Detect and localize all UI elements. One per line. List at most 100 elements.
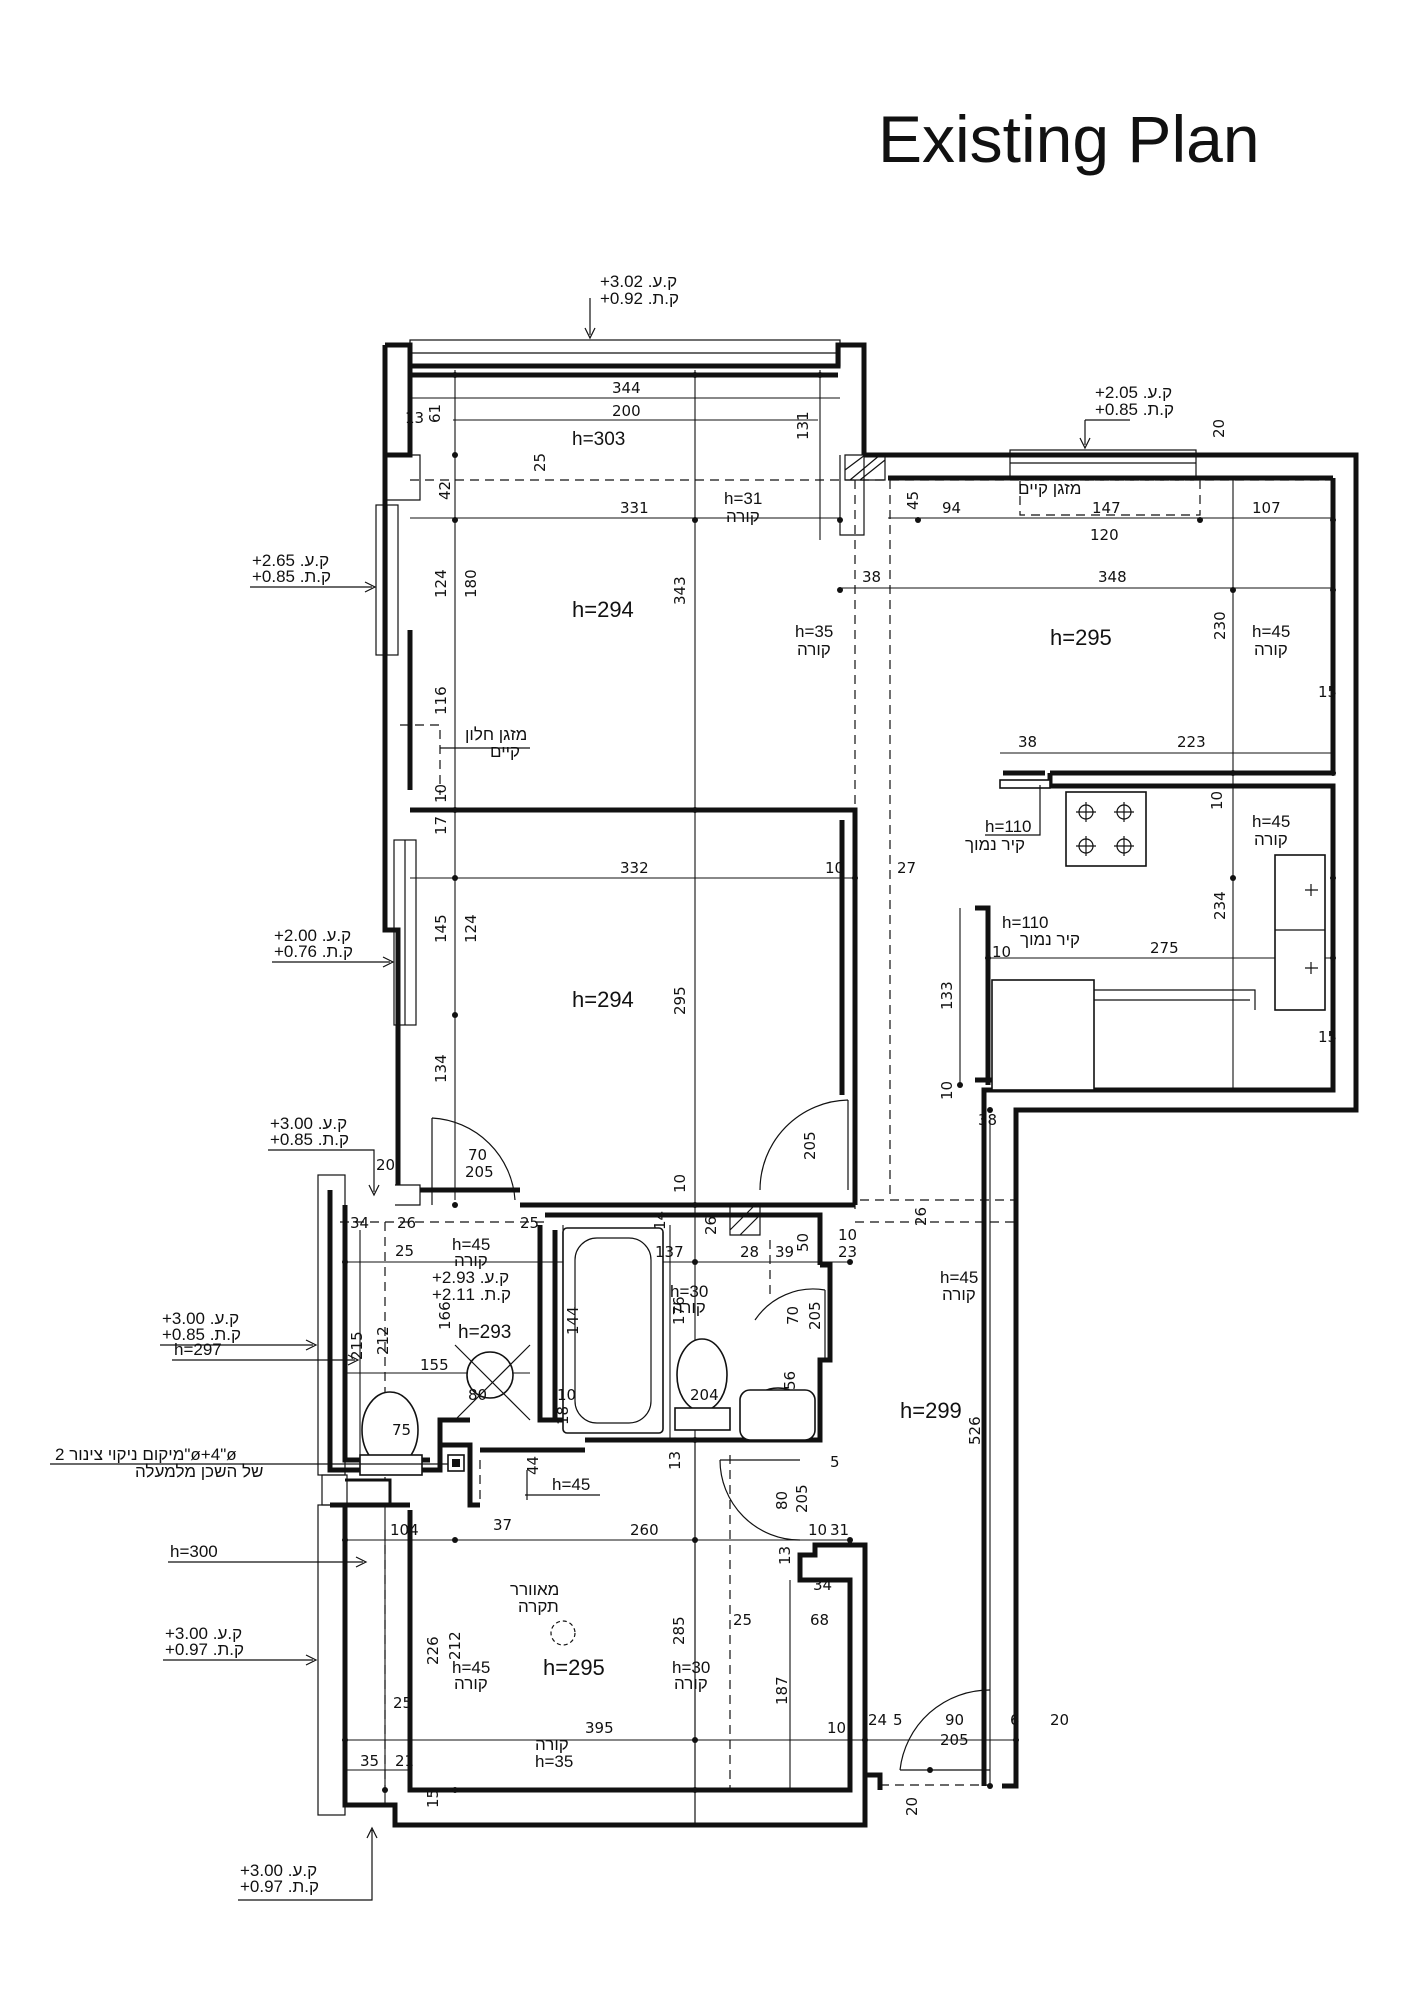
dim-25-d: 25 (393, 1694, 412, 1712)
dimension-node (1330, 875, 1336, 881)
west-wall-upper (382, 345, 401, 1185)
dimension-node (692, 807, 698, 813)
dimension-node (1330, 955, 1336, 961)
bathtub (562, 1227, 664, 1434)
note-kitchen-wall-1-label: קיר נמוך (965, 835, 1025, 854)
level-left-3-upper: +3.00 .ק.ע (270, 1114, 347, 1133)
dim-21: 21 (395, 1752, 414, 1770)
dimension-node (927, 1767, 933, 1773)
dim-20-left: 20 (376, 1156, 395, 1174)
room-height-bath: h=293 (458, 1322, 511, 1343)
dimension-node (837, 517, 843, 523)
room-height-balcony-2: h=300 (170, 1542, 218, 1561)
room-heights: h=294 h=303 h=295 h=294 h=299 h=295 h=29… (168, 429, 1112, 1680)
dimension-node (852, 875, 858, 881)
beam-10-h: h=35 (535, 1752, 573, 1771)
dim-25: 25 (531, 453, 549, 472)
dimension-node (987, 1107, 993, 1113)
dim-155: 155 (420, 1356, 449, 1374)
note-bath-level-1: +2.93 .ק.ע (432, 1268, 509, 1287)
level-top-right-upper: +2.05 .ק.ע (1095, 383, 1172, 402)
pier-west-2 (395, 1184, 421, 1206)
dimension-node (692, 1737, 698, 1743)
room-height-top-left: h=294 (572, 597, 634, 622)
beams: h=31 קורה h=35 קורה h=45 קורה h=45 קורה … (452, 489, 1290, 1771)
dimension-node (342, 1259, 348, 1265)
dimension-node (342, 1737, 348, 1743)
dim-230: 230 (1211, 611, 1229, 640)
dim-124-a: 124 (432, 569, 450, 598)
dimension-node (692, 1437, 698, 1443)
dash-ac-unit (1019, 479, 1201, 516)
dimension-node (452, 807, 458, 813)
dim-38-a: 38 (862, 568, 881, 586)
window-living (1009, 449, 1197, 479)
dimension-node (985, 955, 991, 961)
level-bottom-lower: +0.97 .ק.ת (240, 1877, 319, 1896)
dim-176: 176 (670, 1296, 688, 1325)
dim-39: 39 (775, 1243, 794, 1261)
room-height-top-strip: h=303 (572, 429, 625, 450)
level-bottom-upper: +3.00 .ק.ע (240, 1861, 317, 1880)
beam-8-h: h=45 (452, 1658, 490, 1677)
level-left-2-upper: +2.00 .ק.ע (274, 926, 351, 945)
level-left-1-lower: +0.85 .ק.ת (252, 567, 331, 586)
door-wc (719, 1459, 801, 1541)
dim-28: 28 (740, 1243, 759, 1261)
east-wall (864, 452, 1359, 1789)
beam-3-label: קורה (1254, 640, 1288, 659)
level-arrow-left-3 (268, 1149, 380, 1197)
dim-223: 223 (1177, 733, 1206, 751)
door-entry (899, 1689, 991, 1771)
pier-west (385, 454, 421, 501)
dim-18: 18 (554, 1406, 572, 1425)
dim-20-c: 20 (903, 1797, 921, 1816)
dim-205-e: 205 (940, 1731, 969, 1749)
kitchen-low-wall (975, 905, 991, 1085)
dim-204: 204 (690, 1386, 719, 1404)
dim-260: 260 (630, 1521, 659, 1539)
dim-26-a: 26 (397, 1214, 416, 1232)
level-arrow-left-2 (272, 956, 395, 968)
dim-42: 42 (436, 481, 454, 500)
beam-1-label: קורה (726, 507, 760, 526)
toilet-1-tank (674, 1407, 731, 1431)
dim-15-a: 15 (1318, 683, 1337, 701)
dimension-node (987, 1783, 993, 1789)
dimension-node (452, 372, 458, 378)
dim-526: 526 (966, 1416, 984, 1445)
level-left-3-lower: +0.85 .ק.ת (270, 1130, 349, 1149)
dim-5-a: 5 (830, 1453, 840, 1471)
level-markers: +3.02 .ק.ע +0.92 .ק.ת +2.05 .ק.ע +0.85 .… (160, 272, 1174, 1901)
door-bath (754, 1288, 826, 1360)
page-title: Existing Plan (878, 102, 1260, 176)
level-left-5-lower: +0.97 .ק.ת (165, 1640, 244, 1659)
balcony-2-arrow (168, 1556, 368, 1568)
note-small-h-leader (525, 1470, 600, 1500)
dim-124-b: 124 (462, 914, 480, 943)
dim-5-b: 5 (893, 1711, 903, 1729)
dim-80-b: 80 (773, 1491, 791, 1510)
level-arrow-top-right (1079, 419, 1130, 450)
dimension-node (452, 1787, 458, 1793)
balcony-divider (345, 1478, 392, 1505)
dim-27: 27 (897, 859, 916, 877)
walls (327, 342, 1359, 1828)
room-height-bottom: h=295 (543, 1655, 605, 1680)
note-kitchen-wall-1-leader (985, 785, 1041, 836)
beam-9-h: h=30 (672, 1658, 710, 1677)
dimension-texts: 344 200 13 61 25 131 42 331 124 180 343 … (348, 379, 1337, 1816)
dimension-node (452, 452, 458, 458)
dim-24: 24 (868, 1711, 887, 1729)
doors (431, 1099, 991, 1771)
shower-lines (454, 1344, 531, 1421)
note-ac-existing: מזגן קיים (1018, 479, 1081, 498)
level-arrow-bottom (238, 1826, 378, 1901)
dim-10-d: 10 (992, 943, 1011, 961)
dim-20-b: 20 (1050, 1711, 1069, 1729)
dimension-node (342, 1537, 348, 1543)
dim-395: 395 (585, 1719, 614, 1737)
dim-295: 295 (671, 986, 689, 1015)
dimension-node (1230, 587, 1236, 593)
